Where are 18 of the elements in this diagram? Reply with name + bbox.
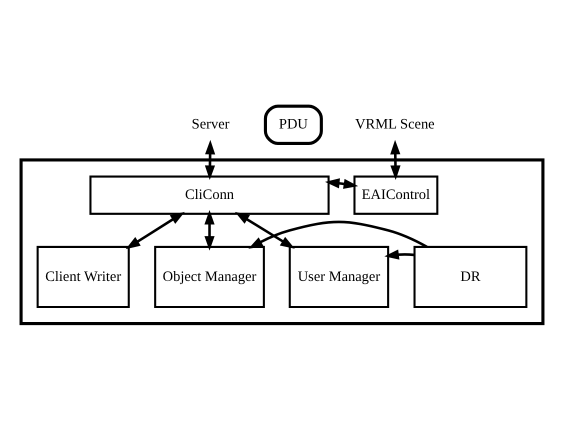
arrow — [204, 210, 215, 251]
node-box: Client Writer — [36, 246, 130, 308]
arrow — [390, 140, 401, 180]
node-text: Server — [192, 116, 230, 133]
arrow — [234, 212, 295, 249]
arrow — [204, 140, 216, 180]
node-box: Object Manager — [154, 246, 265, 308]
arrow — [325, 178, 358, 189]
node-text: VRML Scene — [355, 116, 435, 133]
node-box: CliConn — [89, 176, 330, 215]
node-box: User Manager — [288, 246, 390, 308]
cluster — [20, 158, 544, 326]
node-box: DR — [414, 246, 528, 308]
node-box: EAIControl — [353, 176, 438, 215]
arrow — [384, 250, 414, 260]
arrow — [126, 212, 185, 250]
arrow — [248, 220, 428, 249]
node-box: PDU — [264, 104, 323, 145]
